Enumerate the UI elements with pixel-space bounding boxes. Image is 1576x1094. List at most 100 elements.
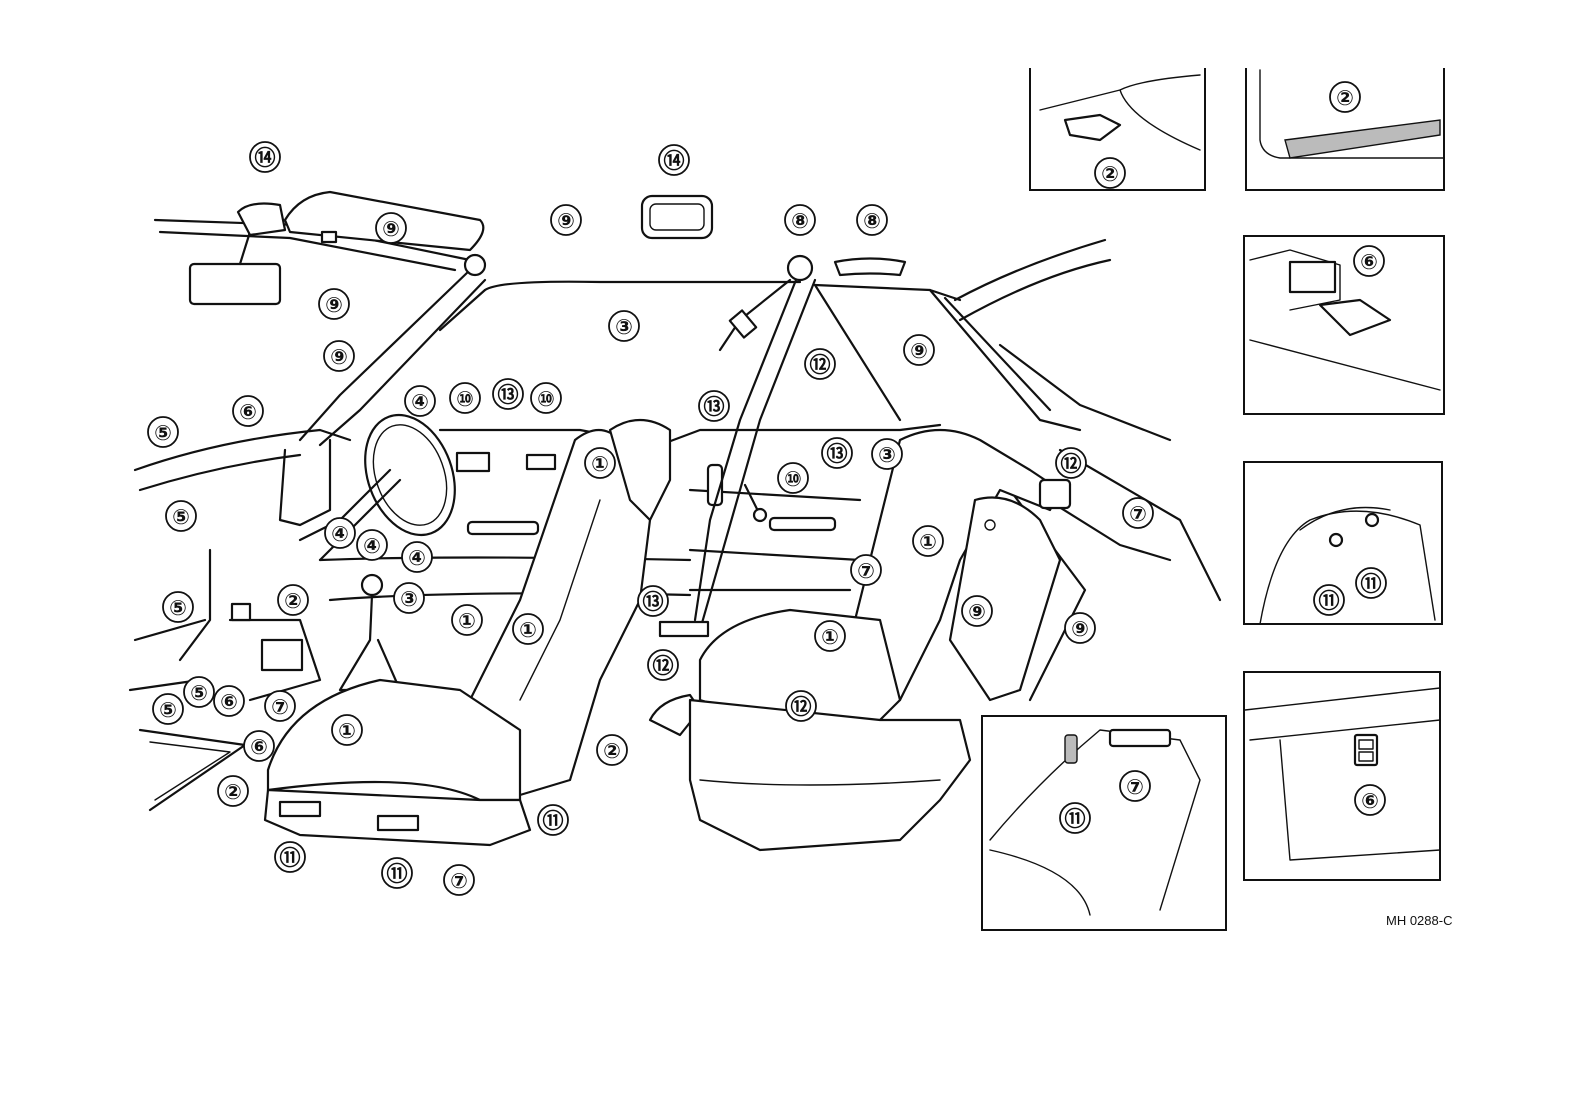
callout-11: ⑪ [1355,567,1387,599]
callout-circle [584,447,616,479]
callout-6: ⑥ [1354,784,1386,816]
callout-circle [393,582,425,614]
callout-9: ⑨ [1064,612,1096,644]
callout-1: ① [814,620,846,652]
callout-circle [777,462,809,494]
callout-circle [1122,497,1154,529]
callout-number: ⑤ [154,421,172,445]
callout-circle [1313,584,1345,616]
callout-9: ⑨ [318,288,350,320]
callout-circle [814,620,846,652]
callout-14: ⑭ [249,141,281,173]
callout-6: ⑥ [1353,245,1385,277]
callout-circle [274,841,306,873]
callout-12: ⑫ [647,649,679,681]
callout-circle [961,595,993,627]
callout-number: ① [519,618,537,642]
callout-circle [550,204,582,236]
callout-circle [1094,157,1126,189]
callout-7: ⑦ [264,690,296,722]
callout-circle [1355,567,1387,599]
callout-6: ⑥ [232,395,264,427]
callout-1: ① [912,525,944,557]
drawing-code: MH 0288-C [1386,913,1452,928]
callout-circle [147,416,179,448]
callout-9: ⑨ [375,212,407,244]
callout-7: ⑦ [1119,770,1151,802]
callout-number: ② [284,589,302,613]
callout-number: ⑨ [325,293,343,317]
callout-circle [249,141,281,173]
callout-number: ⑫ [791,695,812,719]
callout-9: ⑨ [961,595,993,627]
callout-circle [647,649,679,681]
callout-number: ⑪ [280,846,301,870]
callout-number: ⑪ [1319,589,1340,613]
callout-number: ④ [331,522,349,546]
callout-number: ④ [363,534,381,558]
callout-10: ⑩ [777,462,809,494]
callout-4: ④ [404,385,436,417]
callout-circle [850,554,882,586]
callout-circle [277,584,309,616]
callout-number: ① [821,625,839,649]
callout-12: ⑫ [785,690,817,722]
callout-11: ⑪ [537,804,569,836]
callout-number: ④ [411,390,429,414]
callout-number: ⑦ [857,559,875,583]
callout-number: ① [919,530,937,554]
callout-circle [183,676,215,708]
callout-2: ② [217,775,249,807]
callout-number: ⑨ [557,209,575,233]
callout-6: ⑥ [243,730,275,762]
callout-number: ⑦ [1126,775,1144,799]
callout-2: ② [277,584,309,616]
callout-circle [804,348,836,380]
callout-number: ⑨ [910,339,928,363]
callout-number: ⑬ [827,442,848,466]
callout-circle [152,693,184,725]
inset-rear-seat-hinge [981,715,1227,931]
callout-circle [323,340,355,372]
callout-circle [1354,784,1386,816]
callout-circle [1329,81,1361,113]
callout-number: ③ [615,315,633,339]
callout-circle [165,500,197,532]
callout-number: ⑦ [450,869,468,893]
callout-circle [232,395,264,427]
callout-1: ① [584,447,616,479]
inset-floor-mat-hook [1029,68,1206,191]
callout-4: ④ [401,541,433,573]
callout-circle [530,382,562,414]
callout-number: ⑭ [255,146,276,170]
callout-4: ④ [356,529,388,561]
inset-headrest-bolts [1243,461,1443,625]
callout-circle [375,212,407,244]
callout-11: ⑪ [1059,802,1091,834]
callout-number: ⑬ [643,590,664,614]
callout-circle [856,204,888,236]
inset-console-box [1243,235,1445,415]
callout-number: ⑩ [537,387,555,411]
callout-13: ⑬ [637,585,669,617]
callout-circle [596,734,628,766]
callout-number: ③ [400,587,418,611]
callout-circle [512,613,544,645]
callout-number: ② [224,780,242,804]
callout-13: ⑬ [821,437,853,469]
callout-number: ⑩ [784,467,802,491]
callout-number: ⑫ [653,654,674,678]
callout-number: ⑪ [387,862,408,886]
callout-circle [492,378,524,410]
callout-number: ⑪ [1361,572,1382,596]
callout-circle [784,204,816,236]
callout-number: ⑦ [1129,502,1147,526]
callout-7: ⑦ [443,864,475,896]
callout-circle [608,310,640,342]
callout-6: ⑥ [213,685,245,717]
callout-number: ⑬ [498,383,519,407]
callout-circle [404,385,436,417]
callout-2: ② [596,734,628,766]
main-interior-illustration [128,190,1222,852]
